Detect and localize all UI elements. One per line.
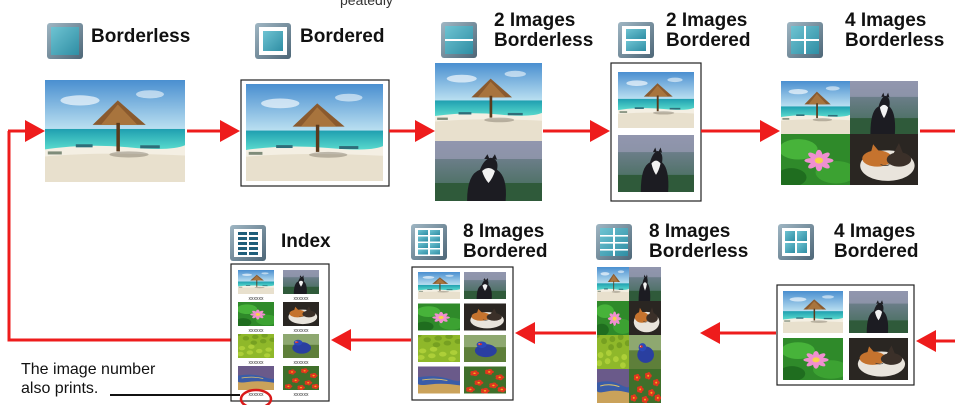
cat-lake-photo (435, 141, 542, 201)
arrow-to-4-borderless (701, 120, 780, 142)
arrow-into-4-bordered (916, 330, 955, 352)
blue-bird-photo (629, 335, 661, 369)
sleeping-cat-photo (850, 134, 918, 185)
beach-photo (783, 291, 843, 333)
index-image-number: xxxxxx (294, 328, 310, 334)
truncated-caption: peatedly (340, 0, 393, 8)
layout-index-icon (230, 225, 266, 261)
beach-photo (45, 80, 185, 182)
label-borderless: Borderless (91, 26, 191, 47)
red-flowers-photo (629, 369, 662, 404)
index-image-number: xxxxxx (249, 392, 265, 398)
arrow-to-2-bordered (543, 120, 610, 142)
beach-photo (238, 270, 274, 294)
arrow-to-8-bordered (515, 322, 596, 344)
lotus-flower-photo (418, 303, 461, 331)
label-bordered: Bordered (300, 26, 385, 47)
lizard-photo (597, 369, 629, 403)
cat-lake-photo (283, 270, 319, 294)
cat-lake-photo (849, 291, 908, 333)
arrow-to-8-borderless (700, 322, 776, 344)
index-image-number: xxxxxx (294, 392, 310, 398)
cat-lake-photo (850, 81, 918, 134)
lotus-flower-photo (781, 134, 851, 185)
index-image-number: xxxxxx (249, 296, 265, 302)
arrow-to-index (331, 329, 411, 351)
blue-bird-photo (283, 334, 319, 358)
layout-1-bordered-icon (255, 23, 291, 59)
sleeping-cat-photo (464, 303, 506, 331)
layout-2-bordered-icon (618, 22, 654, 58)
grass-field-photo (418, 335, 461, 362)
grass-field-photo (597, 335, 630, 369)
cat-lake-photo (618, 135, 694, 192)
layout-1-borderless-icon (47, 23, 83, 59)
red-flowers-photo (283, 366, 320, 391)
layout-8-borderless-icon (596, 224, 632, 260)
arrow-to-2-borderless (389, 120, 435, 142)
index-image-number: xxxxxx (249, 328, 265, 334)
cat-lake-photo (629, 267, 661, 301)
sleeping-cat-photo (629, 301, 661, 335)
beach-photo (418, 272, 460, 299)
beach-photo (618, 72, 694, 129)
beach-photo (435, 63, 543, 141)
loop-back-line (7, 131, 231, 342)
blue-bird-photo (464, 335, 506, 362)
beach-photo (781, 81, 851, 134)
lotus-flower-photo (238, 302, 275, 327)
beach-photo (597, 267, 629, 301)
red-flowers-photo (464, 366, 507, 394)
lizard-photo (238, 366, 274, 390)
lizard-photo (418, 366, 460, 394)
index-image-number: xxxxxx (294, 296, 310, 302)
layout-8-bordered-icon (411, 224, 447, 260)
index-image-number: xxxxxx (294, 360, 310, 366)
layout-2-borderless-icon (441, 22, 477, 58)
index-image-number: xxxxxx (249, 360, 265, 366)
sleeping-cat-photo (283, 302, 319, 326)
label-index: Index (281, 231, 331, 252)
layout-4-borderless-icon (787, 22, 823, 58)
arrow-to-bordered (187, 120, 240, 142)
lotus-flower-photo (783, 338, 844, 381)
sleeping-cat-photo (849, 338, 908, 380)
arrow-to-borderless (8, 120, 45, 142)
cat-lake-photo (464, 272, 506, 299)
beach-photo (246, 84, 383, 181)
layout-4-bordered-icon (778, 224, 814, 260)
grass-field-photo (238, 334, 275, 358)
lotus-flower-photo (597, 301, 630, 336)
